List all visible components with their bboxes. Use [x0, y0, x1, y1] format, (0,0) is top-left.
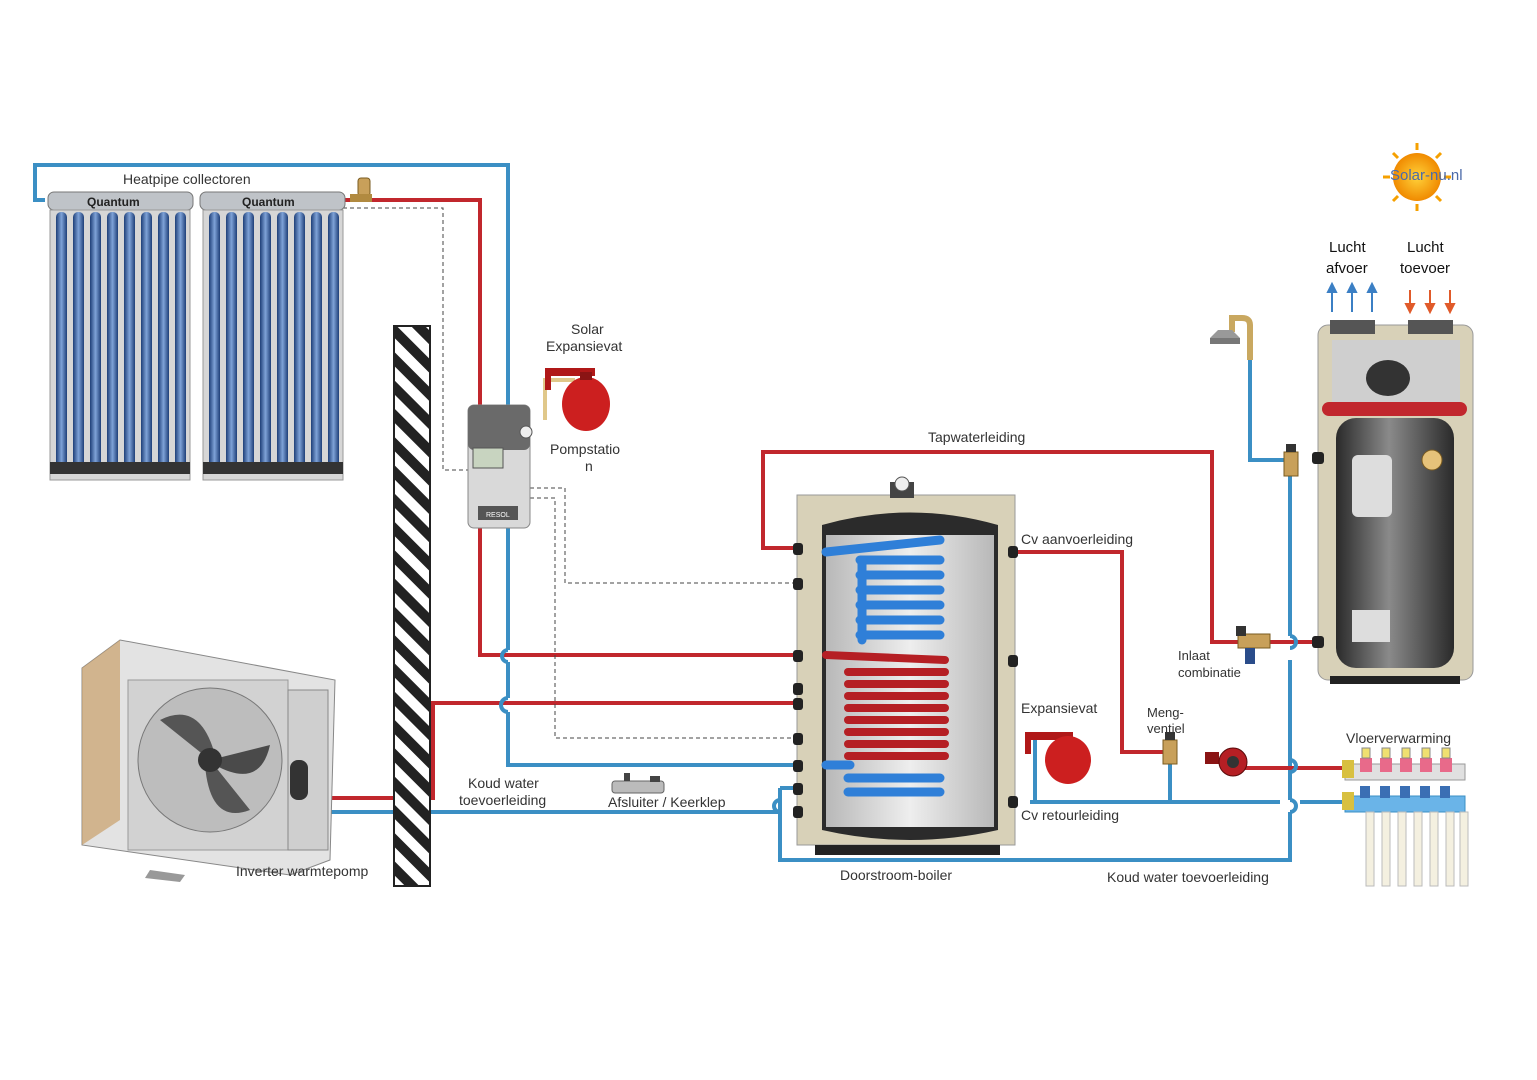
pump-station-label-line1: Pompstatio — [550, 441, 620, 457]
pump-station-label-line2: n — [585, 458, 593, 474]
air-exhaust-label-line1: Lucht — [1329, 239, 1367, 256]
controller-display — [472, 447, 504, 469]
cv-return-label: Cv retourleiding — [1021, 807, 1119, 823]
expansion-vessel — [1025, 732, 1091, 784]
cold-water-label-line1: Koud water — [468, 775, 539, 791]
boiler-label: Doorstroom-boiler — [840, 867, 952, 883]
collector-brand-label: Quantum — [87, 195, 140, 209]
air-vent-valve — [350, 177, 372, 202]
shutoff-valve — [611, 773, 665, 794]
outdoor-heat-pump — [81, 639, 336, 882]
shutoff-label: Afsluiter / Keerklep — [608, 794, 726, 810]
collector-brand-label: Quantum — [242, 195, 295, 209]
hot-pipes — [330, 198, 1345, 800]
mixing-valve-label-line2: ventiel — [1147, 721, 1185, 736]
buffer-boiler — [793, 476, 1018, 855]
cv-supply-label: Cv aanvoerleiding — [1021, 531, 1133, 547]
floor-heating-manifold — [1342, 747, 1469, 887]
heatpump-label: Inverter warmtepomp — [236, 863, 368, 879]
solar-collector-left: Quantum — [47, 191, 194, 481]
cold-water-right-label: Koud water toevoerleiding — [1107, 869, 1269, 885]
solar-expansion-vessel — [543, 368, 610, 431]
solar-expansion-label-line2: Expansievat — [546, 338, 622, 354]
inlet-label-line2: combinatie — [1178, 665, 1241, 680]
mixing-valve-label-line1: Meng- — [1147, 705, 1184, 720]
cold-pipes — [33, 163, 1365, 862]
air-exhaust-arrows — [1326, 281, 1378, 312]
floor-heating-label: Vloerverwarming — [1346, 730, 1451, 746]
inlet-combination — [1236, 626, 1271, 664]
heat-pump-water-heater — [1312, 320, 1474, 684]
brand-logo: Solar-nu.nl — [1383, 143, 1463, 211]
air-intake-label-line1: Lucht — [1407, 239, 1445, 256]
wall — [393, 325, 431, 887]
air-arrows — [1326, 281, 1456, 315]
sensor-lines — [343, 207, 800, 739]
thermostatic-mixer — [1283, 444, 1299, 477]
expansion-label: Expansievat — [1021, 700, 1097, 716]
circulation-pump — [1205, 747, 1248, 777]
gauge-icon — [519, 425, 533, 439]
pump-station: RESOL — [467, 404, 533, 529]
cold-coil — [821, 535, 945, 797]
collectors-label: Heatpipe collectoren — [123, 171, 251, 187]
inlet-label-line1: Inlaat — [1178, 648, 1210, 663]
hot-coil — [822, 651, 949, 760]
logo-text: Solar-nu.nl — [1390, 167, 1463, 184]
tapwater-label: Tapwaterleiding — [928, 429, 1025, 445]
gauge-icon — [890, 476, 914, 498]
solar-collector-right: Quantum — [199, 191, 346, 481]
cold-water-label-line2: toevoerleiding — [459, 792, 546, 808]
controller-brand: RESOL — [486, 512, 510, 519]
sun-icon — [1393, 153, 1441, 201]
solar-expansion-label-line1: Solar — [571, 321, 604, 337]
air-intake-label-line2: toevoer — [1400, 260, 1450, 277]
air-intake-arrows — [1404, 290, 1456, 315]
labels: Heatpipe collectoren Solar Expansievat P… — [123, 171, 1451, 885]
pipe-crossovers — [499, 634, 1298, 814]
mixing-valve — [1162, 732, 1178, 765]
shower-head-icon — [1210, 315, 1253, 360]
air-exhaust-label-line2: afvoer — [1326, 260, 1368, 277]
